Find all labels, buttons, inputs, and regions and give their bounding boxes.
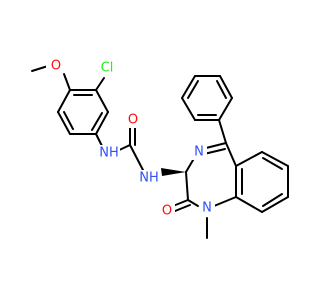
label-mask <box>98 145 120 161</box>
label-mask <box>125 112 141 128</box>
bond <box>129 144 145 173</box>
bond <box>219 75 233 99</box>
label-mask <box>138 170 160 186</box>
bond <box>95 77 105 91</box>
bond <box>181 75 196 99</box>
bond <box>187 80 199 99</box>
atom-label-layer: O Cl NH O NH N O N <box>46 58 215 219</box>
bond <box>172 199 189 207</box>
bond <box>31 65 49 72</box>
bond <box>63 73 71 91</box>
methoxy-oxygen-label: O <box>51 59 61 74</box>
bond <box>235 196 263 213</box>
bond <box>216 80 227 99</box>
bond <box>262 193 283 207</box>
bond <box>218 119 227 144</box>
bond <box>95 89 109 113</box>
bond <box>218 97 233 121</box>
bond <box>95 133 103 147</box>
bond-layer <box>31 65 289 239</box>
bond <box>57 89 71 113</box>
bond <box>205 142 227 149</box>
structure-canvas: O Cl NH O NH N O N <box>31 58 289 239</box>
label-mask <box>199 200 215 216</box>
bond <box>181 97 196 121</box>
label-mask <box>96 60 118 76</box>
chlorine-label: Cl <box>101 61 114 76</box>
molecule-structure-diagram: O Cl NH O NH N O N <box>31 58 289 239</box>
bond <box>174 204 191 212</box>
bond <box>213 196 237 207</box>
bond <box>63 111 74 130</box>
ring-nh-label: NH <box>139 171 159 186</box>
wedge-bond <box>161 168 186 176</box>
urea-oxygen-label: O <box>128 113 138 128</box>
bond <box>235 151 263 167</box>
bond <box>91 112 103 131</box>
lactam-oxygen-label: O <box>162 204 172 219</box>
bond <box>185 171 189 201</box>
bond <box>203 148 226 155</box>
bond <box>95 111 109 135</box>
label-mask <box>46 58 62 74</box>
bond <box>261 196 289 213</box>
bond <box>262 157 283 170</box>
label-mask <box>159 203 175 219</box>
imine-nitrogen-label: N <box>194 145 204 160</box>
bond <box>225 142 237 167</box>
bond <box>261 151 289 167</box>
lactam-nitrogen-label: N <box>202 201 212 216</box>
label-mask <box>191 144 207 160</box>
aryl-nh-label: NH <box>99 146 119 161</box>
bond <box>187 199 199 207</box>
bond <box>57 111 71 135</box>
